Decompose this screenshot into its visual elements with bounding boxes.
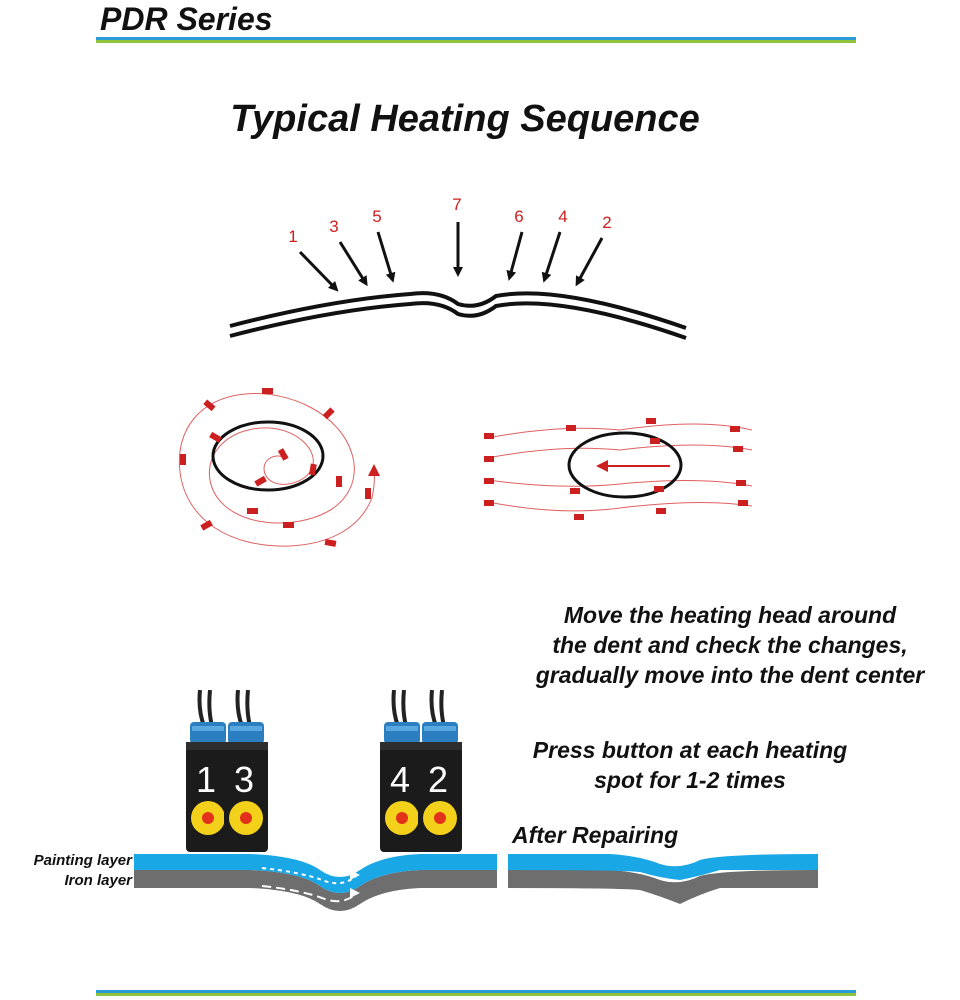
spiral-path [178, 393, 381, 547]
spiral-pattern [178, 388, 381, 547]
press-instruction: Press button at each heating spot for 1-… [500, 735, 880, 795]
flow-line-4 [487, 501, 753, 512]
move-line-3: gradually move into the dent center [535, 662, 925, 688]
seq-label-4: 4 [558, 207, 567, 226]
painting-layer-dented [134, 854, 497, 893]
seq-label-3: 3 [329, 217, 338, 236]
arrow-3 [338, 241, 368, 287]
linear-pattern [484, 418, 753, 520]
linear-heat-spots [484, 418, 748, 520]
move-line-1: Move the heating head around [563, 602, 897, 628]
dent-outline [211, 420, 325, 492]
head-label-3: 3 [234, 759, 254, 800]
painting-layer-repaired [508, 854, 818, 880]
arrow-2 [575, 237, 604, 287]
press-line-2: spot for 1-2 times [594, 767, 786, 793]
arrow-1 [298, 250, 339, 292]
seq-label-7: 7 [452, 195, 461, 214]
heat-flow-arrow-lower [261, 885, 357, 903]
dent-outline-right [567, 431, 683, 499]
panel-outer-line [229, 291, 687, 330]
after-repairing-label: After Repairing [512, 822, 679, 848]
seq-label-5: 5 [372, 207, 381, 226]
seq-label-1: 1 [288, 227, 297, 246]
move-line-2: the dent and check the changes, [552, 632, 908, 658]
head-label-2: 2 [428, 759, 448, 800]
heating-sequence-diagram: 1 3 5 7 6 4 2 [229, 195, 687, 340]
heating-pattern-diagram [178, 388, 753, 547]
flow-line-1 [487, 423, 753, 439]
panel-inner-line [229, 301, 687, 340]
spiral-heat-spots [180, 388, 371, 547]
flow-line-3 [487, 479, 753, 487]
header-rule [96, 37, 856, 43]
footer-rule [96, 990, 856, 996]
iron-layer-dented [134, 870, 497, 911]
press-line-1: Press button at each heating [532, 737, 848, 763]
arrow-6 [506, 231, 524, 281]
seq-label-2: 2 [602, 213, 611, 232]
flow-line-2 [487, 444, 753, 459]
heating-heads-diagram: 1 3 4 2 [134, 690, 818, 911]
iron-layer-label: Iron layer [64, 872, 132, 889]
painting-layer-label: Painting layer [33, 852, 132, 869]
iron-layer-repaired [508, 870, 818, 904]
page-title: Typical Heating Sequence [230, 98, 700, 140]
head-label-4: 4 [390, 759, 410, 800]
head-label-1: 1 [196, 759, 216, 800]
arrow-5 [376, 231, 396, 283]
seq-label-6: 6 [514, 207, 523, 226]
series-title: PDR Series [100, 1, 273, 37]
arrow-4 [541, 231, 562, 283]
move-instruction: Move the heating head around the dent an… [500, 600, 960, 690]
